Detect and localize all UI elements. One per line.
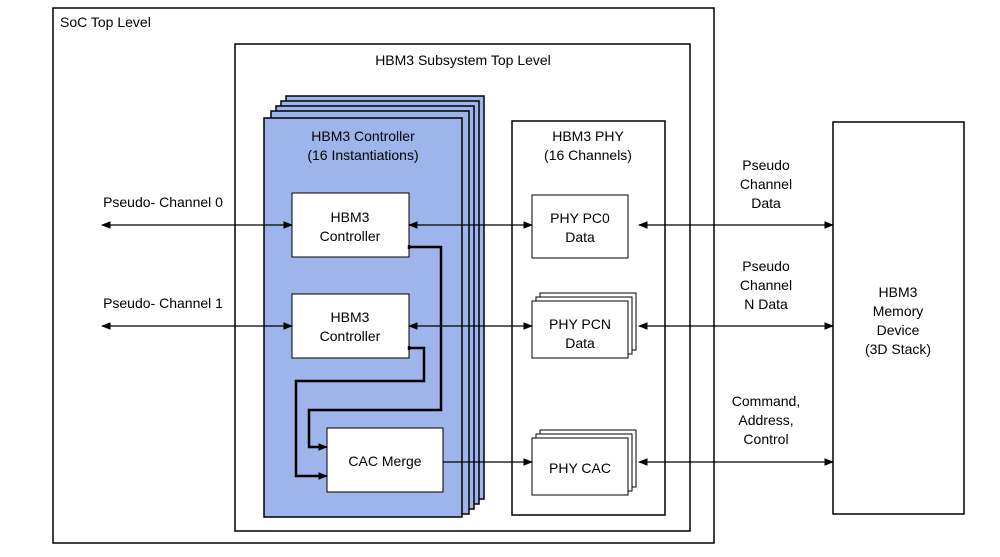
controller-1-label-2: Controller — [320, 328, 381, 344]
phy-block-title-1: HBM3 PHY — [552, 128, 624, 144]
pseudo-n-data-label-3: N Data — [744, 296, 788, 312]
phy-pcn-label-1: PHY PCN — [549, 316, 611, 332]
pseudo-data-label-1: Pseudo — [742, 157, 790, 173]
pc0-label: Pseudo- Channel 0 — [103, 194, 223, 210]
controller-block-title-1: HBM3 Controller — [311, 128, 415, 144]
cmd-label-3: Control — [743, 431, 788, 447]
cmd-label-2: Address, — [738, 412, 793, 428]
subsystem-title: HBM3 Subsystem Top Level — [375, 52, 551, 68]
cac-merge-label: CAC Merge — [348, 453, 421, 469]
memory-label-2: Memory — [873, 303, 924, 319]
controller-0-box — [291, 192, 410, 258]
phy-block-title-2: (16 Channels) — [544, 147, 632, 163]
phy-pcn-box — [531, 300, 629, 359]
phy-pc0-label-1: PHY PC0 — [550, 210, 610, 226]
controller-1-label-1: HBM3 — [331, 309, 370, 325]
phy-pcn-label-2: Data — [565, 335, 595, 351]
memory-device-box — [832, 121, 965, 515]
phy-pc0-label-2: Data — [565, 229, 595, 245]
cmd-label-1: Command, — [732, 393, 800, 409]
pc1-label: Pseudo- Channel 1 — [103, 295, 223, 311]
phy-cac-label: PHY CAC — [549, 460, 611, 476]
controller-block-title-2: (16 Instantiations) — [307, 147, 418, 163]
pseudo-data-label-2: Channel — [740, 176, 792, 192]
phy-cac-box — [531, 437, 629, 496]
pseudo-n-data-label-1: Pseudo — [742, 258, 790, 274]
memory-label-1: HBM3 — [879, 284, 918, 300]
cac-merge-box — [326, 427, 444, 493]
memory-label-4: (3D Stack) — [865, 341, 931, 357]
controller-to-cac-routing — [294, 245, 443, 480]
controller-1-box — [291, 293, 410, 359]
phy-pc0-box — [531, 194, 629, 259]
pseudo-n-data-label-2: Channel — [740, 277, 792, 293]
pseudo-data-label-3: Data — [751, 195, 781, 211]
signal-arrows — [101, 221, 834, 466]
soc-title: SoC Top Level — [60, 14, 151, 30]
controller-0-label-2: Controller — [320, 228, 381, 244]
controller-0-label-1: HBM3 — [331, 209, 370, 225]
memory-label-3: Device — [877, 322, 920, 338]
